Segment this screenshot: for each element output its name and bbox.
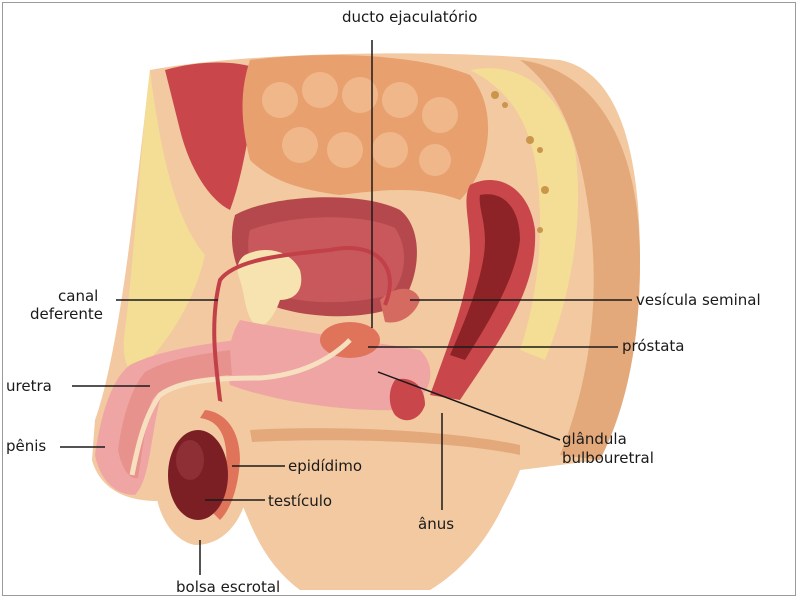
label-canal-deferente-line2: deferente — [30, 305, 103, 323]
line-glandula — [377, 371, 561, 441]
sacrum-holes — [491, 91, 549, 233]
intestines — [242, 55, 489, 200]
epididymis — [200, 410, 240, 520]
label-uretra: uretra — [6, 377, 52, 395]
label-anus: ânus — [418, 515, 455, 533]
label-epididimo: epidídimo — [288, 457, 363, 475]
abdominal-muscle — [165, 62, 260, 210]
label-glandula-line1: glândula — [562, 430, 627, 448]
anal-sphincter — [389, 378, 425, 421]
label-glandula-line2: bulbouretral — [562, 449, 654, 467]
label-prostata: próstata — [622, 337, 685, 355]
sacrum — [470, 68, 579, 361]
label-penis: pênis — [6, 437, 47, 455]
front-fat-layer — [123, 70, 205, 373]
label-ducto-ejaculatorio: ducto ejaculatório — [342, 8, 478, 26]
seminal-vesicle — [380, 288, 420, 323]
label-bolsa-escrotal: bolsa escrotal — [176, 578, 281, 596]
label-vesicula-seminal: vesícula seminal — [636, 291, 761, 309]
urethra — [129, 338, 352, 476]
thigh — [250, 428, 520, 590]
pubic-bone — [237, 250, 302, 326]
back-skin — [520, 60, 640, 460]
pelvic-floor — [228, 320, 431, 411]
leader-lines — [60, 40, 632, 575]
label-canal-deferente-line1: canal — [58, 287, 99, 305]
label-testiculo: testículo — [268, 492, 333, 510]
